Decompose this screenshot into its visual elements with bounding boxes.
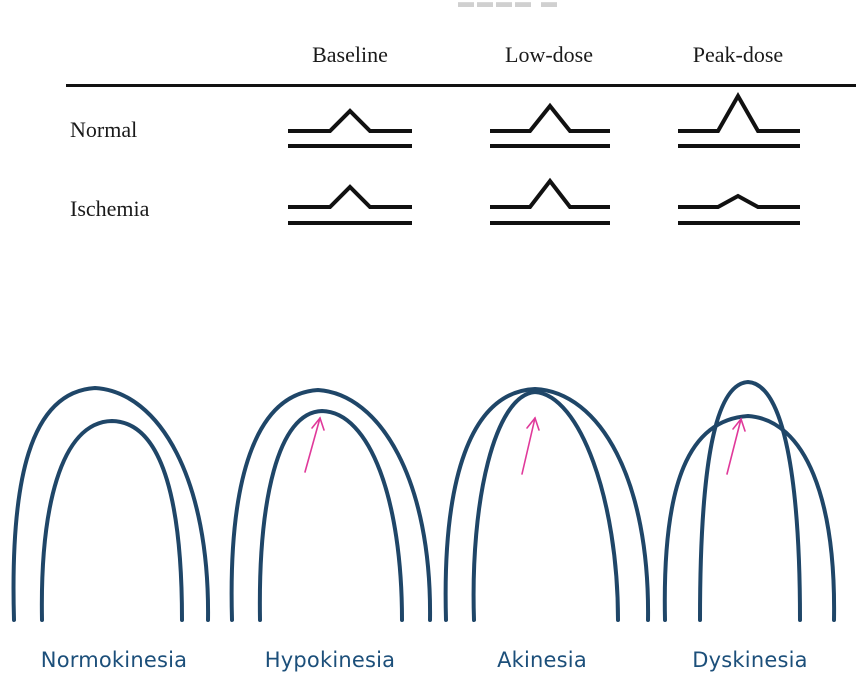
arch-dyskinesia xyxy=(665,382,834,620)
glyph-ischemia-baseline xyxy=(288,187,412,223)
arrow-icon xyxy=(522,418,539,474)
arch-akinesia xyxy=(446,389,648,620)
arrow-icon xyxy=(727,419,745,474)
glyph-ischemia-peak-dose xyxy=(678,196,800,223)
glyph-ischemia-low-dose xyxy=(490,181,610,223)
glyph-normal-low-dose xyxy=(490,106,610,146)
caption-normokinesia: Normokinesia xyxy=(4,648,224,672)
arrow-icon xyxy=(305,418,324,472)
caption-hypokinesia: Hypokinesia xyxy=(220,648,440,672)
caption-dyskinesia: Dyskinesia xyxy=(640,648,856,672)
glyph-normal-baseline xyxy=(288,111,412,146)
arch-normokinesia xyxy=(14,388,209,620)
arch-hypokinesia xyxy=(232,390,430,620)
caption-akinesia: Akinesia xyxy=(432,648,652,672)
glyph-normal-peak-dose xyxy=(678,96,800,146)
